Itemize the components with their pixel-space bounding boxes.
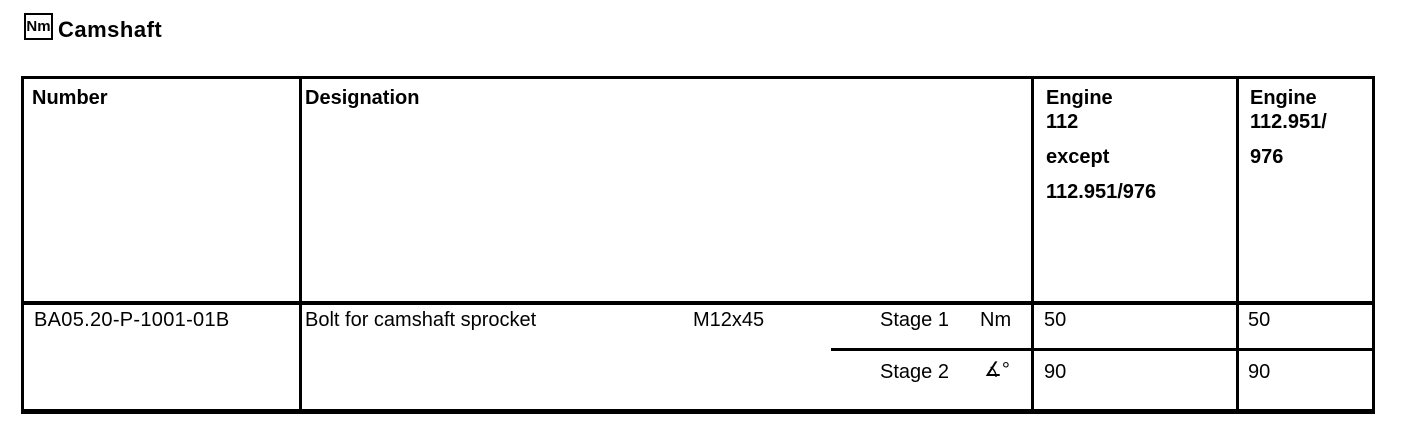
engine2-header-line: Engine — [1250, 87, 1317, 109]
column-divider-number-designation — [299, 79, 302, 409]
engine1-header-line: Engine — [1046, 87, 1113, 109]
engine1-header-line: except — [1046, 146, 1110, 168]
stage-2-value-engine1: 90 — [1044, 361, 1067, 383]
part-designation: Bolt for camshaft sprocket — [305, 309, 537, 331]
stage-1-value-engine2: 50 — [1248, 309, 1271, 331]
nm-unit-icon: Nm — [24, 13, 53, 40]
column-divider-engine1-engine2 — [1236, 79, 1239, 409]
engine1-header-line: 112 — [1046, 111, 1079, 133]
stage-1-value-engine1: 50 — [1044, 309, 1067, 331]
engine1-header-line: 112.951/976 — [1046, 181, 1157, 203]
page-title: Camshaft — [58, 17, 163, 42]
engine2-header-line: 976 — [1250, 146, 1284, 168]
bolt-size: M12x45 — [693, 309, 765, 331]
col-header-engine-112951-976: Engine 112.951/ 976 — [1250, 86, 1370, 169]
header-row-divider — [24, 301, 1372, 305]
stage-1-unit: Nm — [980, 309, 1012, 331]
engine2-header-line: 112.951/ — [1250, 111, 1327, 133]
part-number: BA05.20-P-1001-01B — [34, 309, 230, 331]
stage-2-angle-unit-icon: ∡° — [984, 359, 1010, 381]
stage-row-divider — [831, 348, 1372, 351]
stage-2-label: Stage 2 — [880, 361, 949, 383]
col-header-number: Number — [32, 87, 108, 109]
col-header-designation: Designation — [305, 87, 420, 109]
stage-1-label: Stage 1 — [880, 309, 949, 331]
torque-spec-table: Number Designation Engine 112 except 112… — [21, 76, 1375, 414]
column-divider-designation-engine1 — [1031, 79, 1034, 409]
col-header-engine-112-except: Engine 112 except 112.951/976 — [1046, 86, 1226, 204]
stage-2-value-engine2: 90 — [1248, 361, 1271, 383]
